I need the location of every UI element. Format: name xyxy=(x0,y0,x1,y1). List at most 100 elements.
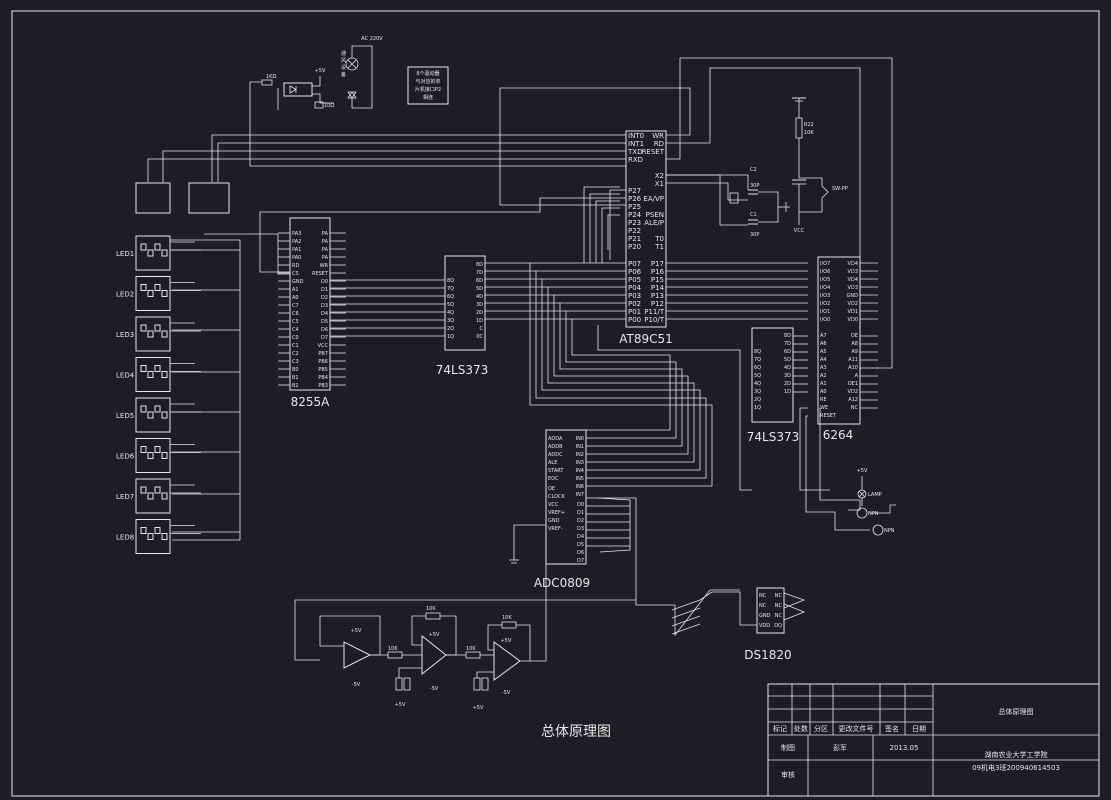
mcu-pin-label: P00 xyxy=(628,316,641,324)
adc-pin-label: D0 xyxy=(577,502,584,508)
led-segment xyxy=(161,533,168,540)
ppi-pin-label: CS xyxy=(292,271,299,277)
ram-pin-label: A7 xyxy=(820,333,827,339)
adc-pin-label: IN2 xyxy=(576,452,584,458)
mcu-pin-label: P05 xyxy=(628,276,641,284)
ppi-pin-label: PA xyxy=(322,231,329,237)
mcu-pin-label: P01 xyxy=(628,308,641,316)
ram-pin-label: GND xyxy=(847,293,859,299)
latch2-label: 74LS373 xyxy=(747,430,799,444)
led-label-5: LED5 xyxy=(116,412,134,420)
op1-supply-minus: -5V xyxy=(352,682,361,688)
mcu-pin-label: TXD xyxy=(627,148,642,156)
mcu-pin-label: P17 xyxy=(651,260,664,268)
ram-pin-label: A11 xyxy=(848,357,858,363)
ram-pin-label: A12 xyxy=(848,397,858,403)
mcu-pin-label: ALE/P xyxy=(644,219,664,227)
led-segment xyxy=(154,446,161,453)
latch1-pin-label: 1Q xyxy=(447,334,454,340)
adc-pin-label: D1 xyxy=(577,510,584,516)
mcu-pin-label: P10/T xyxy=(644,316,664,324)
title-block-header: 处数 xyxy=(794,724,808,733)
led-segment xyxy=(161,492,168,500)
mcu-pin-label: EA/VP xyxy=(643,195,664,203)
r-ground-2: +5V xyxy=(473,705,484,711)
latch1-pin-label: 5D xyxy=(476,286,483,292)
led-segment xyxy=(140,365,147,372)
led-module-box xyxy=(135,235,171,271)
adc-pin-label: EOC xyxy=(548,476,559,482)
title-block-header: 更改文件号 xyxy=(839,724,874,733)
mcu-pin-label: P21 xyxy=(628,235,641,243)
ram-pin-label: A9 xyxy=(851,349,858,355)
led-label-1: LED1 xyxy=(116,250,134,258)
ram-pin-label: A3 xyxy=(820,365,827,371)
reset-crystal-section: R22 10K VCC SW-PP C2 30P C1 30P xyxy=(666,97,848,238)
ppi-pin-label: D6 xyxy=(321,327,328,333)
led-label-3: LED3 xyxy=(116,331,134,339)
ram-pin-label: A5 xyxy=(820,349,827,355)
plus5v-label-2: +5V xyxy=(857,468,868,474)
driver-chip-2 xyxy=(188,182,230,214)
latch1-pin-label: 8D xyxy=(476,262,483,268)
adc-0809: ADDAADDBADDCALESTARTEOCOECLOCKVCCVREF+GN… xyxy=(534,429,590,590)
latch2-pin-label: 4Q xyxy=(754,381,761,387)
latch2-pin-label: 2D xyxy=(784,381,791,387)
mcu-pin-label: P13 xyxy=(651,292,664,300)
latch2-pin-label: 1Q xyxy=(754,405,761,411)
adc-pin-label: GND xyxy=(548,518,560,524)
mcu-pin-label: P27 xyxy=(628,187,641,195)
ppi-pin-label: PA2 xyxy=(292,239,301,245)
ppi-pin-label: PA xyxy=(322,239,329,245)
ram-pin-label: WE xyxy=(820,405,828,411)
wiring xyxy=(147,57,893,661)
ppi-pin-label: PB5 xyxy=(318,367,328,373)
op1-supply-plus: +5V xyxy=(351,628,362,634)
school-name: 湖南农业大学工学院 xyxy=(985,750,1048,759)
latch1-pin-label: 5Q xyxy=(447,302,454,308)
mcu-pin-label: P26 xyxy=(628,195,642,203)
mcu-pin-label: P25 xyxy=(628,203,641,211)
adc-pin-label: D7 xyxy=(577,558,584,564)
led-segment xyxy=(154,527,161,534)
mcu-pin-label: P16 xyxy=(651,268,665,276)
ppi-pin-label: B1 xyxy=(292,375,299,381)
ds-pin-label: VDD xyxy=(759,623,770,629)
ram-pin-label: A4 xyxy=(820,357,827,363)
ppi-pin-label: RD xyxy=(292,263,299,269)
mcu-pin-label: P12 xyxy=(651,300,664,308)
adc-pin-label: CLOCK xyxy=(548,494,566,500)
ppi-pin-label: D4 xyxy=(321,311,328,317)
mcu-pin-label: INT0 xyxy=(628,132,644,140)
note-line-1: 8个驱动器 xyxy=(416,70,439,77)
led-module-box xyxy=(135,357,171,392)
ram-pin-label: VD3 xyxy=(848,285,858,291)
led-module-box xyxy=(135,438,171,473)
adc-pin-label: ADDA xyxy=(548,436,563,442)
ram-pin-label: VD1 xyxy=(848,309,858,315)
ppi-pin-label: A0 xyxy=(292,295,299,301)
ac-power-section: +5V 10Ω 1KΩ AC 220V 通 风 设 备 xyxy=(261,36,383,110)
ram-pin-label: I/O6 xyxy=(820,269,830,275)
latch2-pin-label: 6D xyxy=(784,349,791,355)
ram-pin-label: VD4 xyxy=(848,261,858,267)
signal-conditioning: 10K 10K 10K 10K +5V -5V +5V -5V +5V -5V … xyxy=(319,550,547,711)
latch2-pin-label: 5Q xyxy=(754,373,761,379)
made-date: 2013.05 xyxy=(890,744,919,752)
ppi-pin-label: C4 xyxy=(292,327,299,333)
led-segment xyxy=(147,492,154,500)
r-10k-4: 10K xyxy=(502,615,512,621)
adc-pin-label: ADDB xyxy=(548,444,563,450)
c1-value: 30P xyxy=(750,232,759,238)
adc-pin-label: IN0 xyxy=(576,436,584,442)
ds-pin-label: GND xyxy=(759,613,771,619)
lamp-label: LAMP xyxy=(868,492,882,498)
ram-pin-label: A8 xyxy=(851,341,858,347)
r-ground-1: +5V xyxy=(395,702,406,708)
r22-value: 10K xyxy=(804,130,814,136)
ppi-pin-label: D0 xyxy=(321,279,328,285)
ppi-pin-label: C7 xyxy=(292,303,299,309)
